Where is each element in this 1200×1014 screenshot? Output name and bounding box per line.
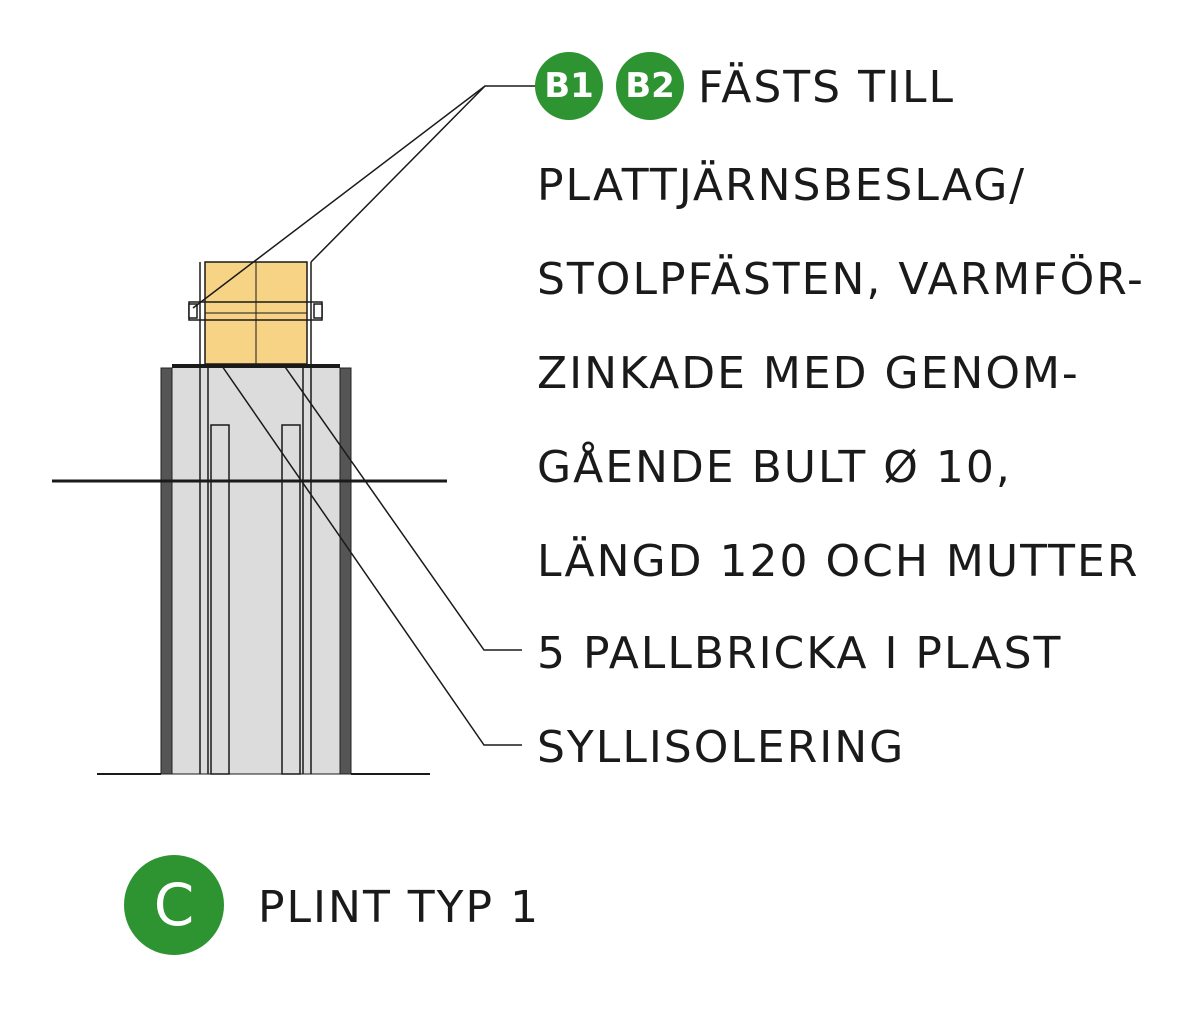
badge-b1: B1 <box>535 52 603 120</box>
tube-wall-left <box>160 367 173 775</box>
leader-lines <box>192 85 538 746</box>
label-plattjarnsbeslag: PLATTJÄRNSBESLAG/ <box>537 160 1027 211</box>
label-pallbricka: 5 PALLBRICKA I PLAST <box>537 628 1063 679</box>
label-langd: LÄNGD 120 OCH MUTTER <box>537 536 1140 587</box>
label-syllisolering: SYLLISOLERING <box>537 722 906 773</box>
badge-c: C <box>124 855 224 955</box>
label-stolpfasten: STOLPFÄSTEN, VARMFÖR- <box>537 254 1145 305</box>
sill-insulation <box>172 364 340 368</box>
label-gaende-bult: GÅENDE BULT Ø 10, <box>537 442 1012 493</box>
through-bolt <box>188 301 323 321</box>
tube-wall-right <box>339 367 352 775</box>
badge-b2: B2 <box>616 52 684 120</box>
concrete-fill <box>172 368 340 774</box>
caption-plint-typ: PLINT TYP 1 <box>258 882 541 933</box>
label-fasts-till: FÄSTS TILL <box>698 62 955 113</box>
label-zinkade: ZINKADE MED GENOM- <box>537 348 1080 399</box>
